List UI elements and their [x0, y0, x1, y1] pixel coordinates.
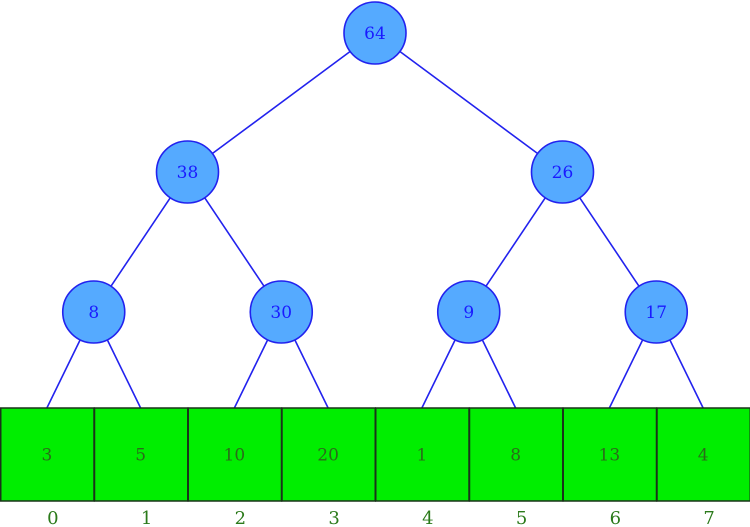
- leaf-cell-box: [93, 407, 189, 502]
- array-index: 5: [516, 508, 527, 527]
- leaf-cell: 1: [375, 407, 470, 502]
- leaf-cell-value: 4: [698, 446, 709, 466]
- tree-nodes: 64 38 26 8 30 9 17: [61, 1, 689, 344]
- tree-edge: [579, 197, 640, 287]
- leaf-edge: [608, 339, 644, 409]
- tree-node-circle: [61, 280, 126, 344]
- leaf-cell: 20: [281, 407, 376, 502]
- tree-node-circle: [530, 140, 595, 204]
- leaf-cell-box: [375, 407, 470, 502]
- tree-node-circle: [624, 280, 689, 344]
- array-index: 6: [610, 508, 621, 527]
- leaf-cell: 3: [0, 407, 95, 502]
- leaf-cell-box: [0, 407, 95, 502]
- leaf-cell-box: [562, 407, 658, 502]
- leaf-cell-value: 10: [224, 446, 246, 466]
- leaf-cell: 10: [187, 407, 283, 502]
- leaf-cell: 8: [468, 407, 564, 502]
- leaf-cell-value: 13: [599, 446, 621, 466]
- leaf-edge: [421, 339, 456, 409]
- tree-edge: [485, 197, 546, 287]
- array-index: 1: [141, 508, 152, 527]
- leaf-cell-value: 3: [41, 446, 52, 466]
- tree-node-value: 26: [552, 163, 574, 183]
- tree-edge: [110, 197, 171, 287]
- tree-node-circle: [155, 140, 220, 204]
- array-index: 3: [328, 508, 339, 527]
- tree-node-value: 38: [177, 163, 199, 183]
- leaf-array: 3 5 10 20 1 8 13 4: [0, 407, 750, 502]
- leaf-edge: [294, 339, 329, 409]
- leaf-edge: [669, 339, 704, 409]
- tree-node-circle: [343, 1, 407, 65]
- index-row: 0 1 2 3 4 5 6 7: [47, 508, 715, 527]
- tree-node: 9: [436, 280, 501, 344]
- leaf-cell-box: [656, 407, 750, 502]
- leaf-cell-value: 8: [510, 446, 521, 466]
- array-index: 0: [47, 508, 58, 527]
- tree-node: 26: [530, 140, 595, 204]
- tree-node: 64: [343, 1, 407, 65]
- leaf-edge: [106, 339, 142, 409]
- tree-node-circle: [249, 280, 314, 344]
- tree-edge: [211, 50, 351, 155]
- tree-edge: [204, 197, 265, 287]
- tree-node-value: 17: [645, 303, 667, 323]
- tree-node-value: 30: [270, 303, 292, 323]
- array-index: 7: [703, 508, 714, 527]
- leaf-cell-box: [468, 407, 564, 502]
- tree-edges: [46, 50, 704, 409]
- leaf-edge: [233, 339, 269, 409]
- tree-node-value: 64: [364, 24, 386, 44]
- tree-edge: [399, 50, 539, 155]
- leaf-cell-box: [187, 407, 283, 502]
- leaf-edge: [46, 339, 81, 409]
- tree-node: 17: [624, 280, 689, 344]
- leaf-cell-value: 5: [135, 446, 146, 466]
- tree-node: 30: [249, 280, 314, 344]
- leaf-cell: 13: [562, 407, 658, 502]
- tree-node-circle: [436, 280, 501, 344]
- tree-node-value: 8: [88, 303, 99, 323]
- leaf-cell-value: 1: [416, 446, 427, 466]
- leaf-cell: 5: [93, 407, 189, 502]
- tree-node: 8: [61, 280, 126, 344]
- tree-node: 38: [155, 140, 220, 204]
- leaf-cell-value: 20: [317, 446, 339, 466]
- tree-node-value: 9: [463, 303, 474, 323]
- leaf-edge: [481, 339, 517, 409]
- leaf-cell: 4: [656, 407, 750, 502]
- array-index: 4: [422, 508, 433, 527]
- array-index: 2: [235, 508, 246, 527]
